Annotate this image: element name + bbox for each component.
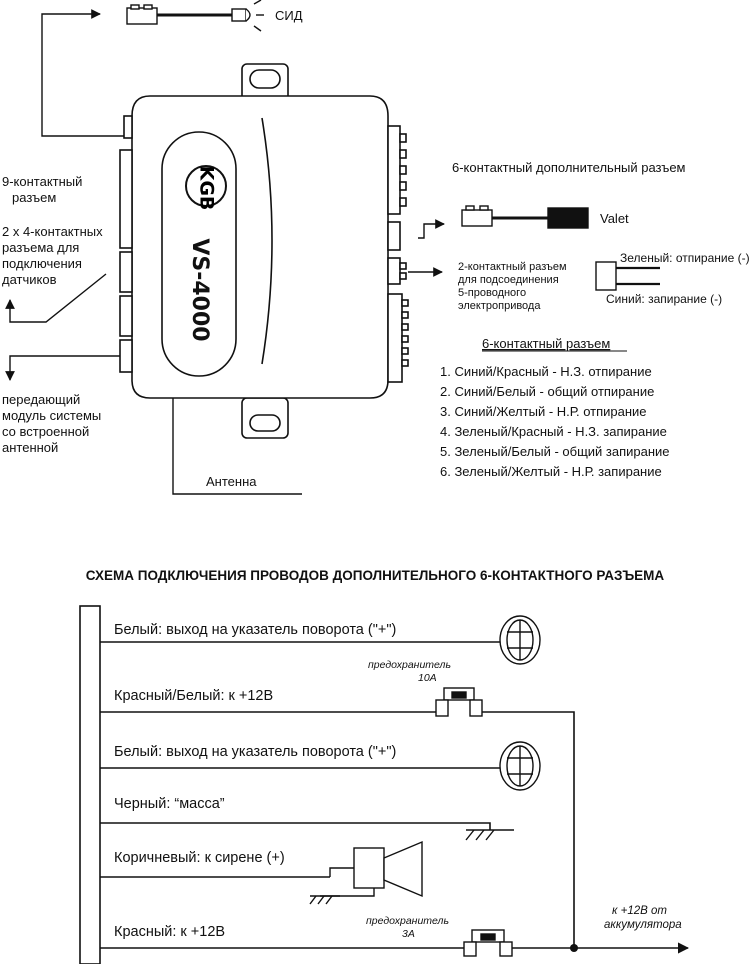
model-label: VS-4000 bbox=[187, 238, 212, 341]
fuse-3a-icon bbox=[463, 929, 513, 957]
fuse-10a-label: предохранитель 10А bbox=[368, 659, 454, 684]
siren-ground-icon bbox=[309, 895, 340, 905]
two-pin-label: 2-контактный разъем для подсоединения 5-… bbox=[458, 261, 570, 312]
sensor-connector-label: 2 х 4-контактных разъема для подключения… bbox=[2, 224, 106, 287]
fuse-3a-label: предохранитель 3А bbox=[366, 915, 452, 940]
connector-bar bbox=[79, 605, 101, 964]
led-wire bbox=[41, 9, 124, 137]
six-pin-item: 6. Зеленый/Желтый - Н.Р. запирание bbox=[440, 464, 662, 479]
nine-pin-label: 9-контактный разъем bbox=[2, 174, 86, 205]
led-label: СИД bbox=[275, 8, 303, 23]
bottom-title: СХЕМА ПОДКЛЮЧЕНИЯ ПРОВОДОВ ДОПОЛНИТЕЛЬНО… bbox=[86, 568, 665, 583]
six-pin-item: 1. Синий/Красный - Н.З. отпирание bbox=[440, 364, 652, 379]
wire-4 bbox=[100, 822, 491, 830]
six-pin-list: 1. Синий/Красный - Н.З. отпирание 2. Син… bbox=[440, 364, 673, 479]
six-pin-item: 5. Зеленый/Белый - общий запирание bbox=[440, 444, 670, 459]
valet-pointer bbox=[418, 219, 445, 239]
led-connector bbox=[126, 4, 251, 25]
ground-icon bbox=[465, 829, 514, 841]
two-pin-connector bbox=[595, 261, 660, 291]
wire-label: Белый: выход на указатель поворота ("+") bbox=[114, 744, 396, 760]
wire-label: Красный: к +12В bbox=[114, 924, 225, 940]
transmitter-label: передающий модуль системы со встроенной … bbox=[2, 392, 105, 455]
six-pin-item: 2. Синий/Белый - общий отпирание bbox=[440, 384, 654, 399]
siren-icon bbox=[320, 840, 423, 898]
brand-logo: KGB bbox=[185, 165, 227, 211]
battery-label: к +12В от аккумулятора bbox=[604, 905, 682, 931]
svg-text:KGB: KGB bbox=[196, 166, 218, 211]
wire-label: Черный: “масса” bbox=[114, 796, 225, 812]
six-pin-title: 6-контактный разъем bbox=[482, 336, 610, 351]
blue-wire-label: Синий: запирание (-) bbox=[606, 292, 722, 306]
junction-dot bbox=[570, 944, 578, 952]
antenna-label: Антенна bbox=[206, 474, 257, 489]
wire-2-to-battery bbox=[474, 711, 575, 948]
fuse-10a-icon bbox=[435, 687, 483, 717]
valet-connector bbox=[461, 205, 589, 229]
wire-label: Красный/Белый: к +12В bbox=[114, 688, 273, 704]
wire-label: Белый: выход на указатель поворота ("+") bbox=[114, 622, 396, 638]
wire-label: Коричневый: к сирене (+) bbox=[114, 850, 285, 866]
valet-label: Valet bbox=[600, 211, 629, 226]
six-pin-item: 4. Зеленый/Красный - Н.З. запирание bbox=[440, 424, 667, 439]
turn-signal-lamp-icon bbox=[499, 615, 541, 665]
green-wire-label: Зеленый: отпирание (-) bbox=[620, 251, 750, 265]
sensor-pointer bbox=[5, 273, 107, 323]
six-pin-item: 3. Синий/Желтый - Н.Р. отпирание bbox=[440, 404, 647, 419]
led-light-icon bbox=[253, 0, 264, 32]
control-unit bbox=[119, 63, 409, 439]
transmitter-wire bbox=[5, 355, 120, 381]
turn-signal-lamp-icon bbox=[499, 741, 541, 791]
antenna-wire bbox=[172, 398, 302, 495]
aux-six-pin-label: 6-контактный дополнительный разъем bbox=[452, 160, 686, 175]
